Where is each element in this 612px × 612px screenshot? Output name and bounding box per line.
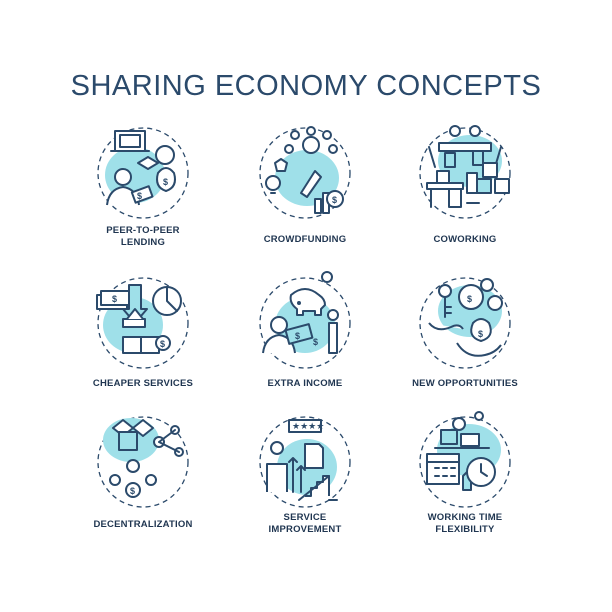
crowdfunding-icon: $ bbox=[259, 126, 351, 219]
coworking-icon bbox=[419, 125, 511, 219]
svg-text:★★★★: ★★★★ bbox=[292, 421, 324, 431]
concept-label-line: COWORKING bbox=[433, 234, 497, 245]
svg-text:$: $ bbox=[313, 337, 318, 347]
concept-working-time-flexibility: WORKING TIME FLEXIBILITY bbox=[375, 411, 555, 562]
svg-text:$: $ bbox=[160, 339, 165, 349]
concept-label-line: WORKING TIME bbox=[427, 512, 503, 523]
svg-text:$: $ bbox=[112, 294, 117, 304]
concept-crowdfunding: $ CROWDFUNDING bbox=[215, 123, 395, 273]
peer-to-peer-lending-icon: $ $ bbox=[97, 127, 189, 219]
svg-text:$: $ bbox=[332, 195, 337, 205]
concept-coworking: COWORKING bbox=[375, 123, 555, 273]
svg-text:$: $ bbox=[137, 191, 142, 201]
concept-service-improvement: ★★★★ SERVICE IMPROVEMENT bbox=[215, 412, 395, 562]
svg-text:$: $ bbox=[467, 294, 472, 304]
svg-text:$: $ bbox=[478, 329, 483, 339]
decentralization-icon: $ bbox=[97, 416, 189, 508]
concept-label-line: LENDING bbox=[120, 237, 166, 248]
concept-label-line: PEER-TO-PEER bbox=[106, 225, 180, 236]
svg-text:$: $ bbox=[295, 331, 300, 341]
concept-new-opportunities: $ $ NEW OPPORTUNITIES bbox=[375, 273, 555, 423]
extra-income-icon: $ $ bbox=[259, 271, 351, 369]
concept-label-line: CROWDFUNDING bbox=[263, 234, 347, 245]
concept-peer-to-peer-lending: $ $ PEER-TO-PEER LENDING bbox=[53, 123, 233, 273]
concept-label-line: NEW OPPORTUNITIES bbox=[412, 378, 518, 389]
concept-decentralization: $ DECENTRALIZATION bbox=[53, 412, 233, 562]
concept-cheaper-services: $ $ CHEAPER SERVICES bbox=[53, 273, 233, 423]
working-time-flexibility-icon bbox=[419, 411, 511, 508]
new-opportunities-icon: $ $ bbox=[419, 277, 511, 369]
page-title: SHARING ECONOMY CONCEPTS bbox=[70, 70, 542, 102]
svg-text:$: $ bbox=[163, 177, 168, 187]
concept-label-line: FLEXIBILITY bbox=[435, 524, 495, 535]
concept-label-line: CHEAPER SERVICES bbox=[92, 378, 194, 389]
concept-extra-income: $ $ EXTRA INCOME bbox=[215, 271, 395, 423]
concept-label-line: EXTRA INCOME bbox=[267, 378, 343, 389]
cheaper-services-icon: $ $ bbox=[96, 277, 189, 369]
service-improvement-icon: ★★★★ bbox=[259, 416, 351, 508]
concept-label-line: SERVICE bbox=[283, 512, 327, 523]
concept-label-line: IMPROVEMENT bbox=[268, 524, 342, 535]
svg-text:$: $ bbox=[130, 486, 135, 496]
concept-label-line: DECENTRALIZATION bbox=[93, 519, 193, 530]
